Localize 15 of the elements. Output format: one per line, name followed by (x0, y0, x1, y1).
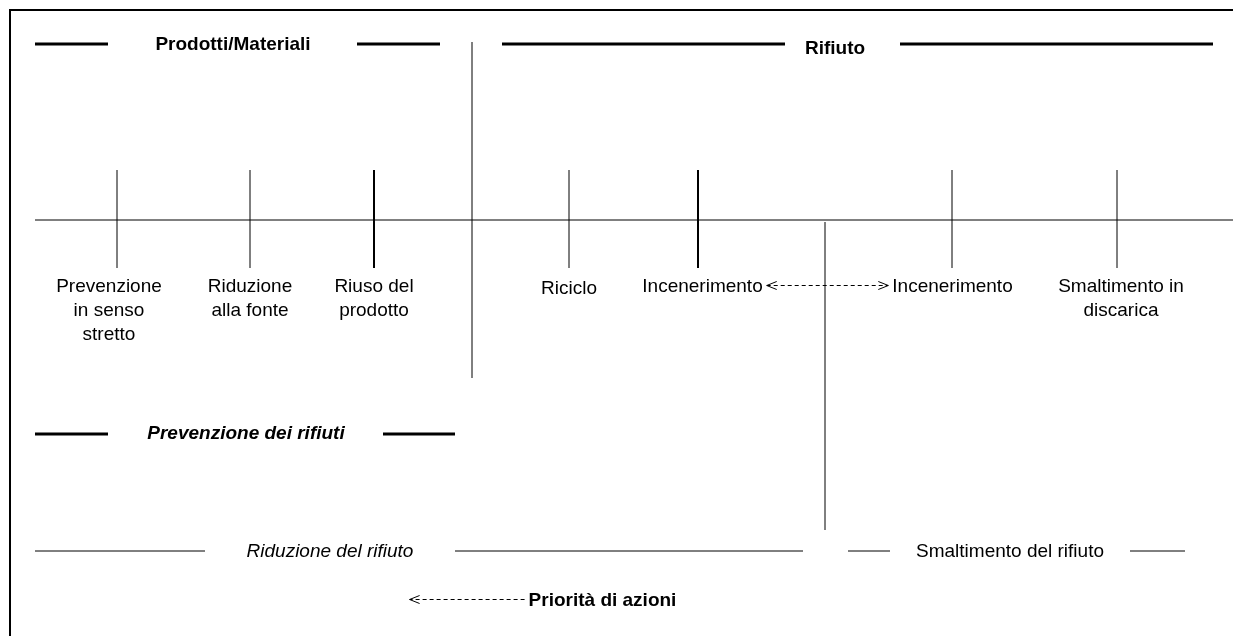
section-heading: Prevenzione dei rifiuti (146, 421, 346, 445)
section-heading: Smaltimento del rifiuto (915, 539, 1105, 563)
stage-label: Riciclo (524, 276, 614, 300)
stage-label: Prevenzione in senso stretto (50, 274, 168, 346)
section-heading: Rifiuto (803, 36, 867, 60)
stage-label: Riduzione alla fonte (200, 274, 300, 322)
section-heading: Riduzione del rifiuto (245, 539, 415, 563)
dashed-arrow (409, 595, 526, 604)
priority-label: Priorità di azioni (505, 588, 700, 612)
stage-label: Smaltimento in discarica (1035, 274, 1207, 322)
dashed-arrow (766, 281, 889, 290)
section-heading: Prodotti/Materiali (154, 32, 312, 56)
stage-label: Incenerimento (620, 274, 785, 298)
stage-label: Incenerimento (870, 274, 1035, 298)
stage-label: Riuso del prodotto (322, 274, 426, 322)
